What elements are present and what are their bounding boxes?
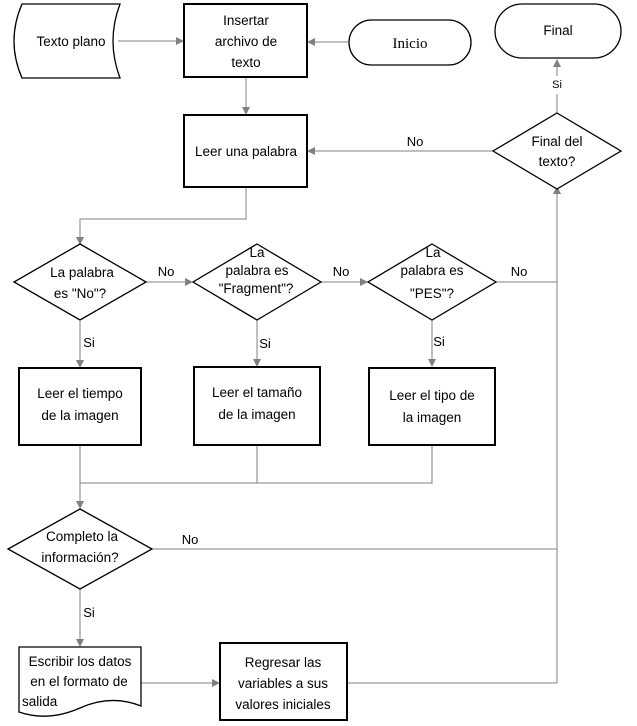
node-completo: Completo la información?: [6, 508, 154, 590]
final-label: Final: [543, 23, 572, 38]
insertar-line-3: texto: [231, 55, 260, 70]
edge-label-no-completo: No: [182, 532, 199, 547]
node-leer-tiempo: Leer el tiempo de la imagen: [18, 367, 142, 446]
completo-line-2: información?: [41, 550, 118, 565]
edge-label-no-dec3: No: [511, 264, 528, 279]
regresar-line-3: valores iniciales: [235, 697, 331, 712]
edge-label-si-dec2: Si: [259, 336, 271, 351]
terminal-shape: [348, 19, 472, 66]
decision-fragment-line-2: palabra es: [225, 263, 288, 278]
edge-label-si-dec3: Si: [433, 334, 445, 349]
decision-pes-line-1: La: [425, 245, 441, 260]
process-box: [183, 3, 308, 78]
texto-plano-label: Texto plano: [36, 34, 105, 49]
process-box: [193, 366, 321, 446]
escribir-line-1: Escribir los datos: [29, 654, 132, 669]
decision-no-line-2: es "No"?: [54, 286, 106, 301]
decision-pes-line-3: "PES"?: [410, 286, 454, 301]
stored-data-shape: [13, 3, 121, 79]
node-decision-no: La palabra es "No"?: [12, 243, 148, 321]
edge-label-no-dec1: No: [158, 264, 175, 279]
decision-pes-line-2: palabra es: [400, 263, 463, 278]
final-texto-line-2: texto?: [539, 154, 576, 169]
edge-labels: Si No No No No Si Si Si No Si: [83, 79, 562, 620]
node-leer-tipo: Leer el tipo de la imagen: [368, 367, 496, 446]
insertar-line-2: archivo de: [215, 34, 277, 49]
node-final-texto: Final del texto?: [491, 112, 623, 190]
regresar-line-1: Regresar las: [245, 655, 322, 670]
leer-tiempo-line-1: Leer el tiempo: [37, 386, 123, 401]
inicio-label: Inicio: [393, 36, 428, 52]
process-box: [368, 367, 496, 446]
node-decision-fragment: La palabra es "Fragment"?: [191, 243, 323, 321]
decision-diamond: [366, 243, 498, 321]
insertar-line-1: Insertar: [223, 13, 269, 28]
decision-fragment-line-1: La: [249, 245, 265, 260]
arrow-leer-to-decision-no: [76, 188, 247, 245]
edge-label-no-dec2: No: [333, 264, 350, 279]
node-leer-palabra: Leer una palabra: [183, 114, 308, 188]
node-insertar: Insertar archivo de texto: [183, 3, 308, 78]
node-final: Final: [494, 3, 622, 59]
decision-diamond: [191, 243, 323, 321]
process-box: [219, 642, 348, 721]
terminal-shape: [494, 3, 622, 59]
document-shape: [18, 646, 142, 717]
regresar-line-2: variables a sus: [238, 676, 328, 691]
decision-fragment-line-3: "Fragment"?: [219, 281, 294, 296]
decision-diamond: [491, 112, 623, 190]
node-inicio: Inicio: [348, 19, 472, 66]
decision-diamond: [12, 243, 148, 321]
leer-tipo-line-1: Leer el tipo de: [389, 388, 475, 403]
node-decision-pes: La palabra es "PES"?: [366, 243, 498, 321]
edge-label-si-dec1: Si: [83, 335, 95, 350]
node-regresar: Regresar las variables a sus valores ini…: [219, 642, 348, 721]
leer-palabra-label: Leer una palabra: [195, 144, 298, 159]
edge-label-si-completo: Si: [83, 605, 95, 620]
edge-label-si-final: Si: [552, 79, 562, 91]
leer-tiempo-line-2: de la imagen: [41, 408, 118, 423]
completo-line-1: Completo la: [46, 529, 119, 544]
decision-diamond: [6, 508, 154, 590]
line-tipo-merge: [257, 446, 433, 484]
final-texto-line-1: Final del: [531, 134, 582, 149]
process-box: [18, 367, 142, 446]
line-tamano-merge: [80, 446, 258, 484]
leer-tamano-line-2: de la imagen: [218, 407, 295, 422]
process-box: [183, 114, 308, 188]
node-texto-plano: Texto plano: [13, 3, 121, 79]
escribir-line-2: en el formato de: [30, 674, 128, 689]
leer-tamano-line-1: Leer el tamaño: [212, 385, 302, 400]
node-leer-tamano: Leer el tamaño de la imagen: [193, 366, 321, 446]
leer-tipo-line-2: la imagen: [403, 410, 462, 425]
escribir-line-3: salida: [22, 694, 58, 709]
connectors: [76, 37, 561, 687]
edge-label-no-finaltexto: No: [407, 134, 424, 149]
decision-no-line-1: La palabra: [50, 265, 114, 280]
node-escribir: Escribir los datos en el formato de sali…: [18, 646, 142, 717]
